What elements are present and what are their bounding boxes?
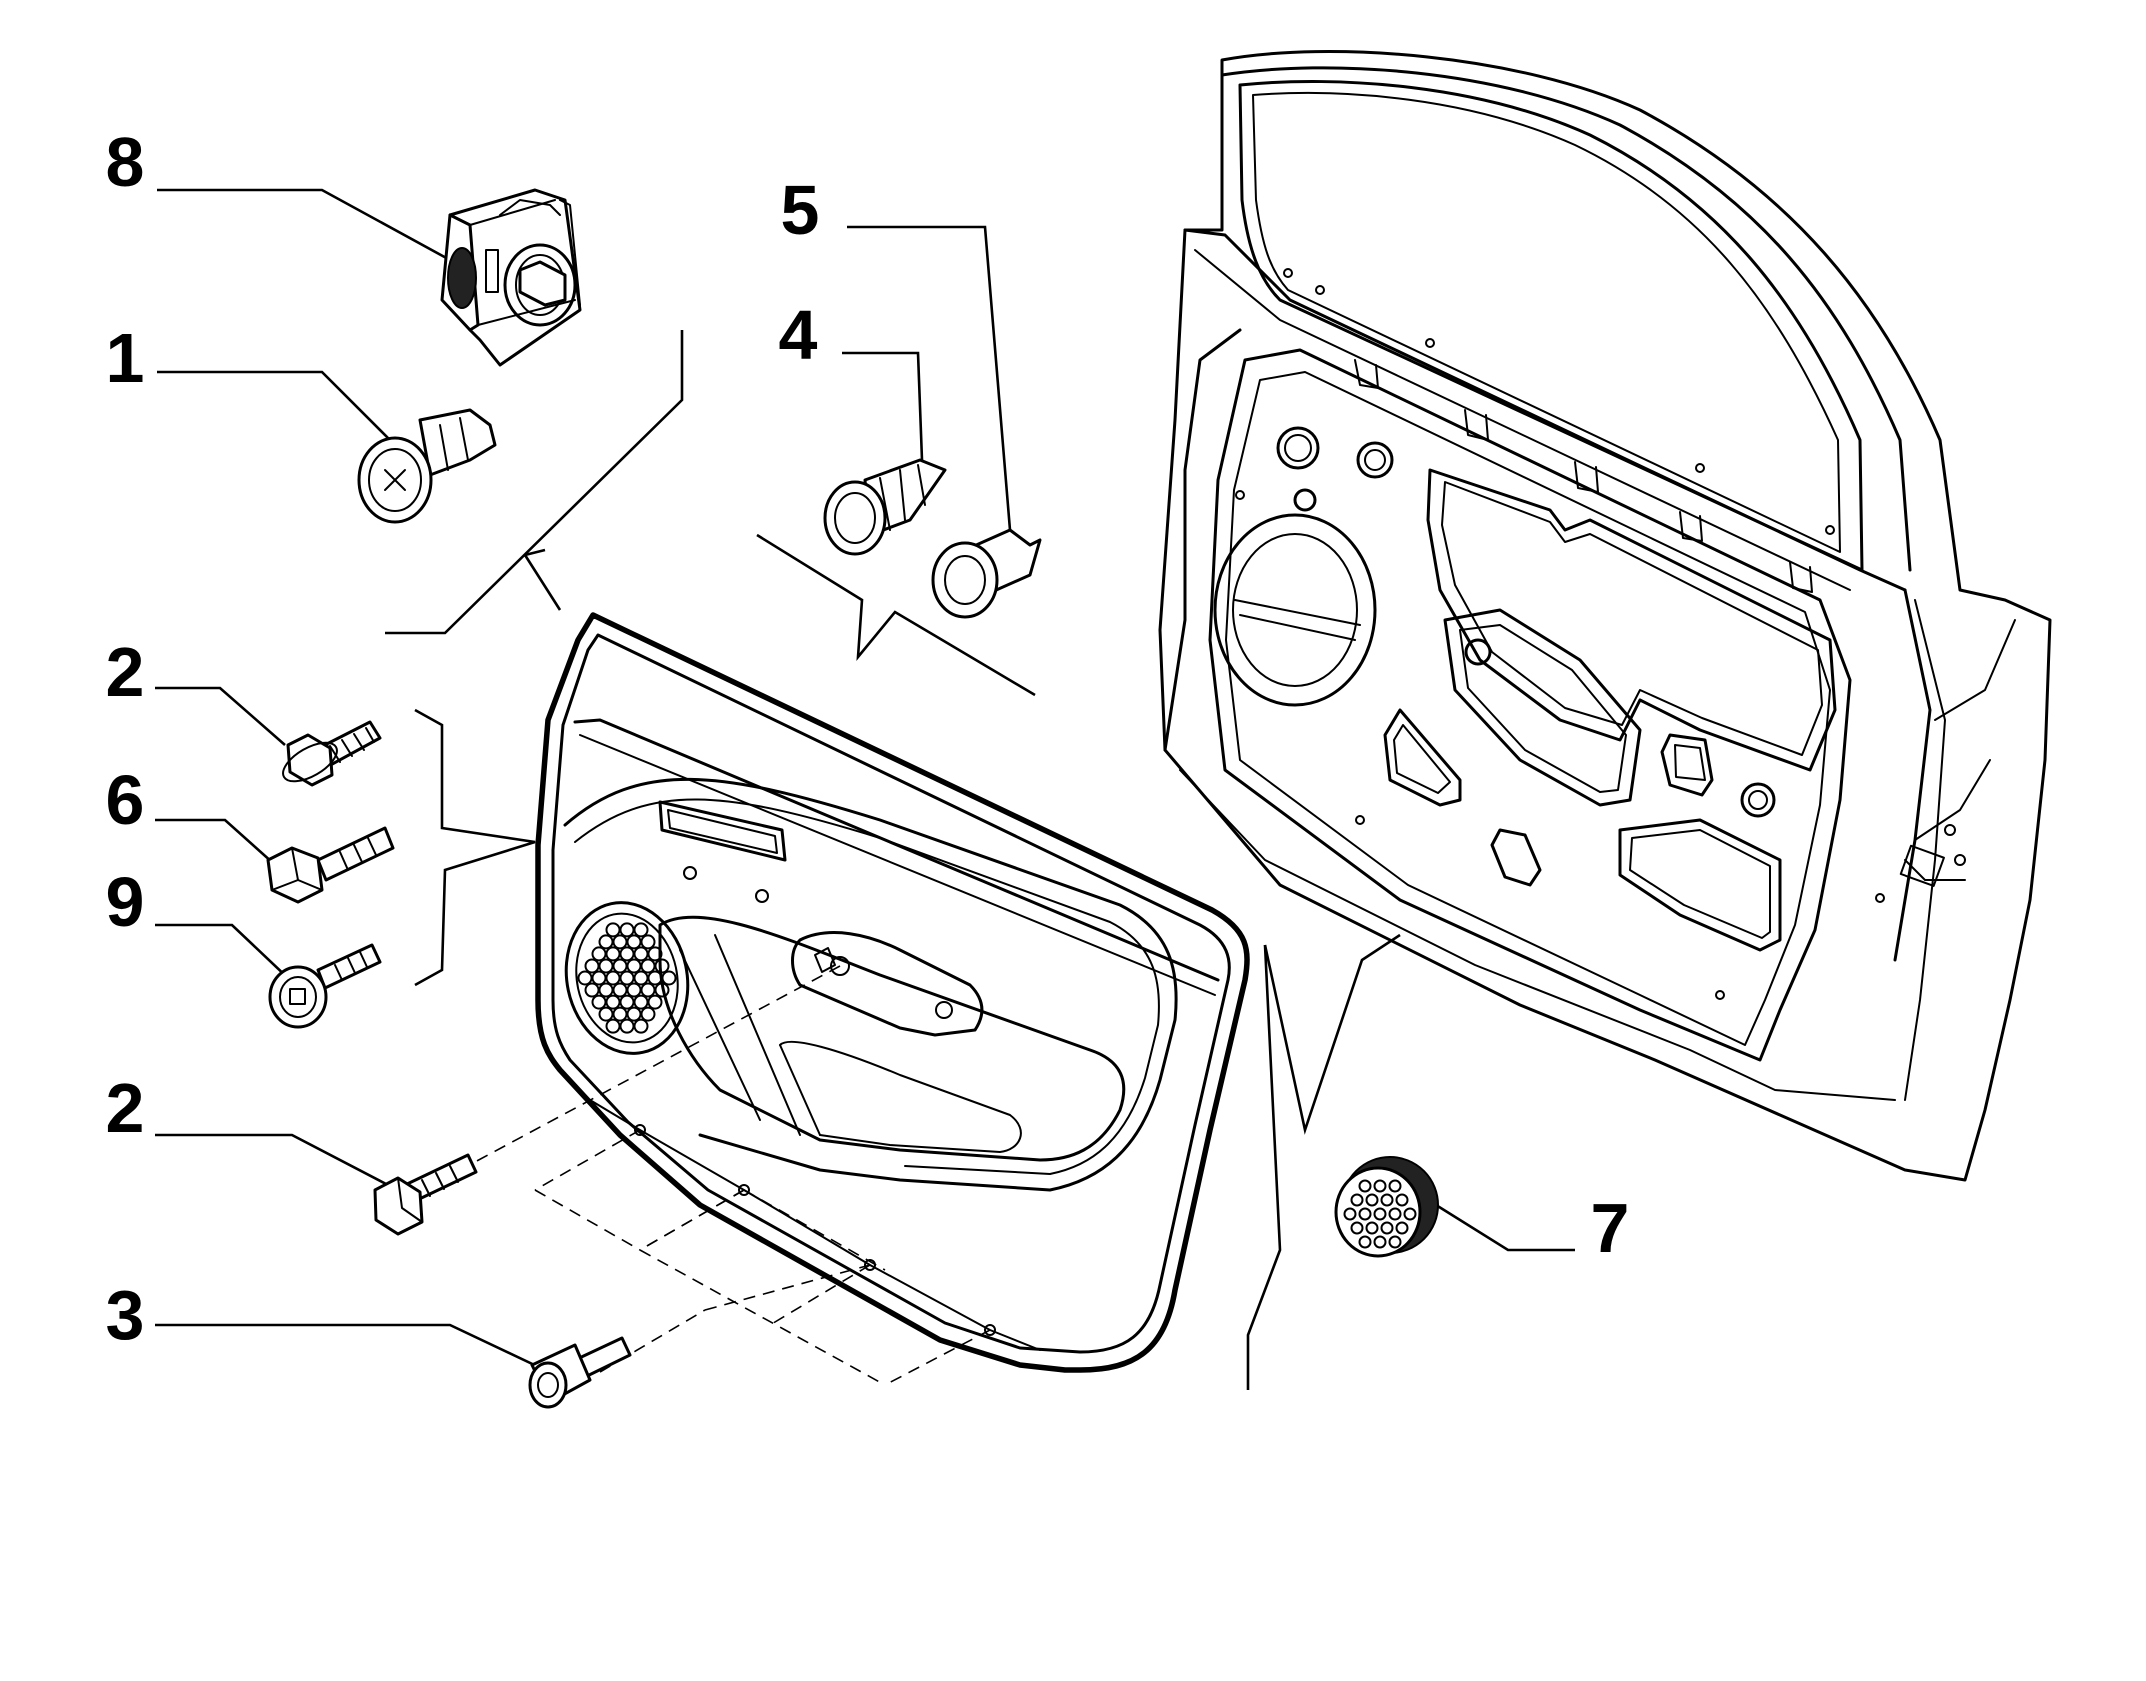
grille-hole — [647, 946, 663, 962]
grille-hole — [577, 970, 593, 986]
assembly-dashed-lines — [459, 965, 991, 1386]
grille-hole — [591, 970, 607, 986]
callout-9: 9 — [105, 863, 145, 941]
grille-hole — [584, 982, 600, 998]
cap-hole — [1388, 1179, 1402, 1193]
cap-hole — [1365, 1193, 1379, 1207]
door-shell — [1158, 50, 2052, 1182]
grille-hole — [619, 946, 635, 962]
cap-hole — [1350, 1221, 1364, 1235]
grille-hole — [633, 922, 649, 938]
callout-4: 4 — [778, 296, 818, 374]
cap-hole — [1343, 1207, 1357, 1221]
cap-hole — [1373, 1179, 1387, 1193]
part-7-grille-cap — [1334, 1156, 1439, 1258]
grille-hole — [598, 934, 614, 950]
callout-5: 5 — [780, 171, 820, 249]
grille-hole — [591, 946, 607, 962]
cap-hole — [1358, 1179, 1372, 1193]
grille-hole — [626, 982, 642, 998]
part-4-tree-clip — [823, 458, 947, 556]
grille-hole — [605, 922, 621, 938]
grille-hole — [633, 994, 649, 1010]
grille-hole — [640, 982, 656, 998]
cap-hole — [1380, 1221, 1394, 1235]
door-trim-panel — [535, 612, 1250, 1373]
part-9-socket-bolt — [268, 943, 382, 1029]
grille-hole — [612, 958, 628, 974]
grille-hole — [619, 1018, 635, 1034]
cap-hole — [1388, 1207, 1402, 1221]
grille-hole — [619, 994, 635, 1010]
grille-hole — [612, 982, 628, 998]
cap-hole — [1358, 1207, 1372, 1221]
grille-hole — [605, 946, 621, 962]
grille-hole — [598, 982, 614, 998]
callout-6: 6 — [105, 761, 145, 839]
grille-hole — [640, 934, 656, 950]
grille-hole — [640, 958, 656, 974]
grille-hole — [626, 934, 642, 950]
callout-7: 7 — [1590, 1189, 1630, 1267]
grille-hole — [584, 958, 600, 974]
grille-hole — [654, 958, 670, 974]
grille-hole — [626, 958, 642, 974]
cap-hole — [1388, 1235, 1402, 1249]
grille-hole — [633, 1018, 649, 1034]
callout-1: 1 — [105, 319, 145, 397]
part-1-push-clip — [357, 408, 497, 524]
part-3-socket-screw — [528, 1336, 632, 1409]
callout-3: 3 — [105, 1276, 145, 1354]
cap-hole — [1373, 1207, 1387, 1221]
grille-hole — [605, 970, 621, 986]
cap-hole — [1403, 1207, 1417, 1221]
part-5-cone-clip — [931, 528, 1042, 619]
grille-hole — [661, 970, 677, 986]
grille-hole — [633, 970, 649, 986]
cap-hole — [1380, 1193, 1394, 1207]
grille-hole — [633, 946, 649, 962]
part-2-flange-bolt-lower — [373, 1153, 478, 1236]
grille-hole — [647, 994, 663, 1010]
grille-hole — [612, 1006, 628, 1022]
cap-hole — [1365, 1221, 1379, 1235]
cap-hole — [1395, 1221, 1409, 1235]
cap-hole — [1395, 1193, 1409, 1207]
part-8-switch-housing — [440, 188, 582, 367]
callout-2-upper: 2 — [105, 633, 145, 711]
grille-hole — [591, 994, 607, 1010]
cap-hole — [1350, 1193, 1364, 1207]
part-6-hex-bolt — [266, 826, 395, 904]
grille-hole — [647, 970, 663, 986]
cap-hole — [1358, 1235, 1372, 1249]
grille-hole — [619, 970, 635, 986]
callout-2-lower: 2 — [105, 1069, 145, 1147]
grille-hole — [605, 1018, 621, 1034]
grille-hole — [619, 922, 635, 938]
grille-hole — [598, 958, 614, 974]
grille-hole — [612, 934, 628, 950]
grille-hole — [626, 1006, 642, 1022]
grouping-brackets — [385, 330, 1401, 1390]
grille-hole — [605, 994, 621, 1010]
grille-hole — [640, 1006, 656, 1022]
part-2-flange-bolt-upper — [282, 720, 382, 787]
cap-hole — [1373, 1235, 1387, 1249]
grille-hole — [598, 1006, 614, 1022]
callout-8: 8 — [105, 123, 145, 201]
grille-hole — [654, 982, 670, 998]
